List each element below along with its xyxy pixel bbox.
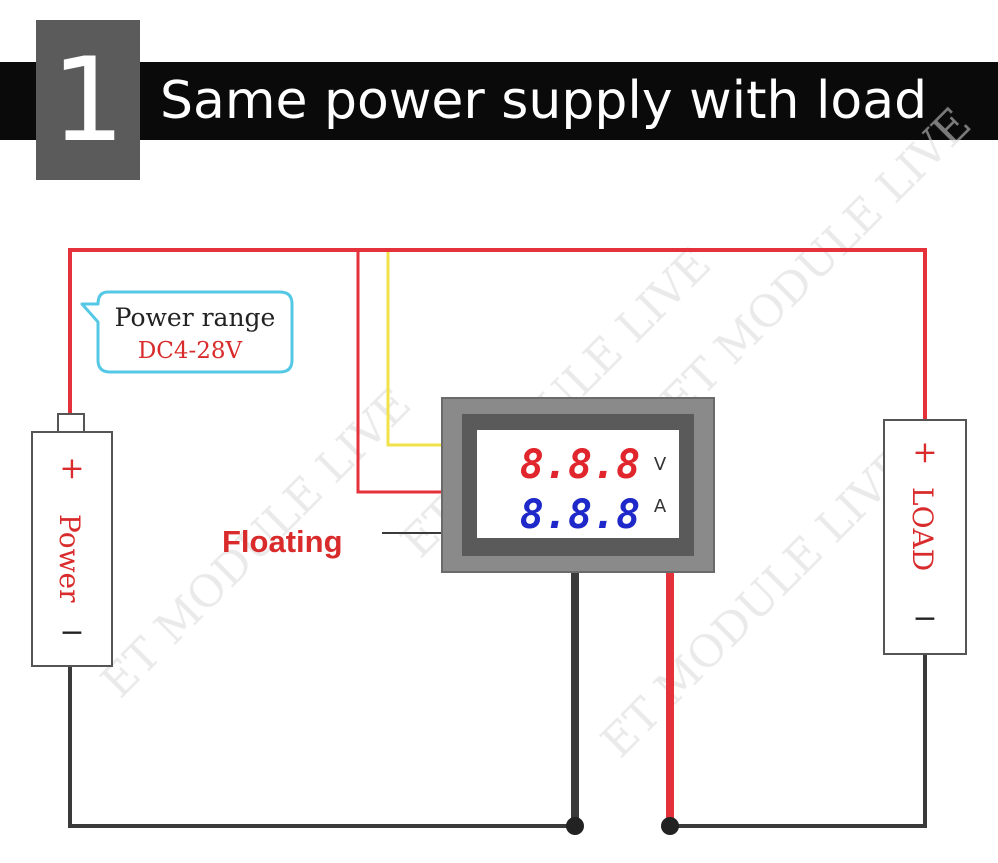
- callout-line-2: DC4-28V: [138, 338, 243, 364]
- battery-label: Power: [53, 514, 86, 603]
- wire-black-load: [670, 654, 927, 828]
- current-unit: A: [654, 496, 667, 517]
- load-body: [883, 419, 967, 655]
- voltage-digits: 8.8.8: [520, 442, 640, 488]
- wire-red-top: [68, 248, 927, 420]
- junction-dot-right: [661, 817, 679, 835]
- floating-label: Floating: [222, 524, 343, 559]
- current-digits: 8.8.8: [520, 492, 640, 538]
- load-label: LOAD: [906, 487, 939, 571]
- battery-plus-sign: +: [59, 451, 84, 486]
- callout-line-1: Power range: [115, 303, 276, 332]
- step-number: 1: [51, 33, 125, 168]
- load-minus-sign: −: [912, 601, 937, 636]
- battery-body: [31, 431, 113, 667]
- load-plus-sign: +: [912, 435, 937, 470]
- callout-bubble: [80, 290, 294, 374]
- power-range-callout: Power range DC4-28V: [80, 290, 294, 374]
- wire-black-bottom: [68, 666, 575, 828]
- voltage-unit: V: [654, 454, 667, 475]
- load-block: + LOAD −: [883, 419, 967, 655]
- step-number-box: [36, 20, 140, 180]
- panel-meter: 8.8.8 V 8.8.8 A: [441, 397, 715, 573]
- battery-minus-sign: −: [59, 615, 84, 650]
- junction-dot-left: [566, 817, 584, 835]
- page-title: Same power supply with load: [160, 71, 928, 131]
- power-battery: + Power −: [31, 413, 113, 667]
- wire-yellow-sense: [386, 252, 442, 447]
- wire-red-meter-feed: [356, 250, 442, 494]
- header-bar: [0, 62, 998, 140]
- meter-screen: [477, 430, 679, 538]
